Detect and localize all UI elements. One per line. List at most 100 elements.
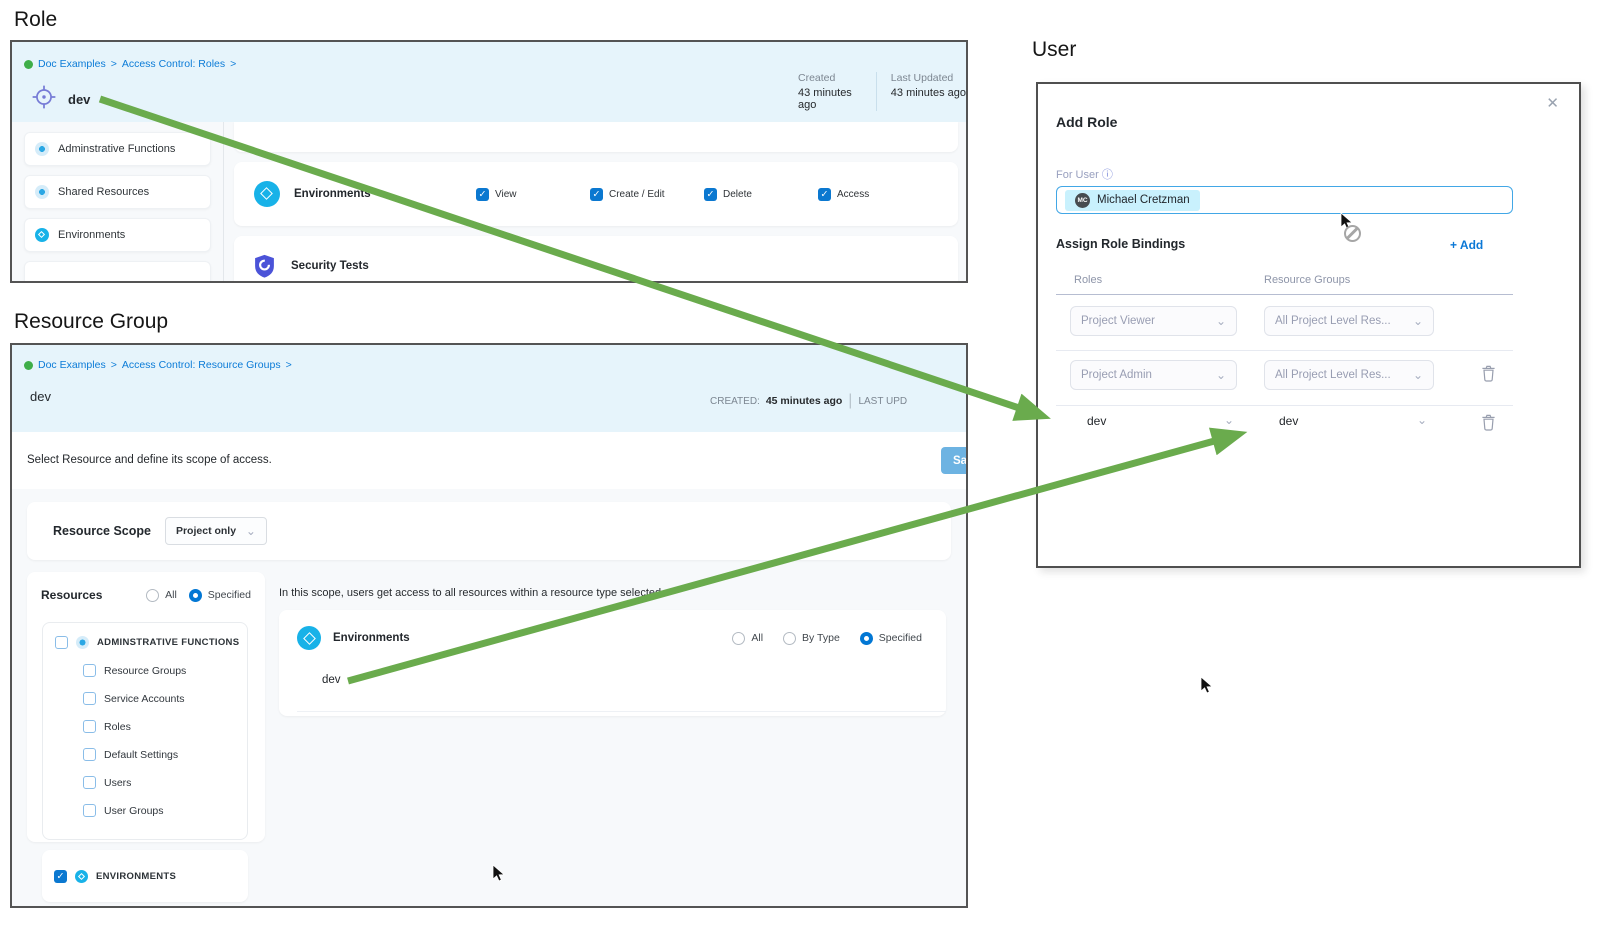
scope-radio-specified[interactable]: Specified [859,631,922,645]
checkbox-label: Access [837,188,870,200]
not-allowed-icon [1344,225,1361,242]
checkbox-label: Delete [723,188,752,200]
last-updated-value: 43 minutes ago [890,87,966,99]
sidebar-item-administrative-functions[interactable]: Adminstrative Functions [24,132,211,166]
checkbox-unchecked[interactable] [83,804,96,817]
environments-icon [297,626,321,650]
checkbox-label: Create / Edit [609,188,665,200]
scope-row-environments: Environments All By Type Specified dev [279,610,946,716]
trash-icon[interactable] [1481,365,1496,382]
resources-label: Resources [41,588,103,602]
role-select-row2[interactable]: Project Admin ⌄ [1070,360,1237,390]
specified-resource-item[interactable]: dev [322,674,341,686]
checkbox-unchecked[interactable] [83,776,96,789]
save-button[interactable]: Sav [941,447,966,474]
tree-item-default-settings[interactable]: Default Settings [83,748,247,761]
role-select-value: Project Admin [1081,369,1152,381]
role-panel: Doc Examples > Access Control: Roles > d… [10,40,968,283]
breadcrumb-link-doc-examples[interactable]: Doc Examples [38,58,106,70]
scope-radio-all[interactable]: All [732,631,763,645]
close-icon[interactable]: ✕ [1546,95,1559,112]
permission-row-security-tests: Security Tests [234,236,958,281]
breadcrumb-link-doc-examples[interactable]: Doc Examples [38,359,106,371]
resource-group-panel: Doc Examples > Access Control: Resource … [10,343,968,908]
chevron-down-icon[interactable]: ⌄ [1224,413,1235,427]
user-chip[interactable]: MC Michael Cretzman [1065,189,1200,211]
permission-delete: ✓ Delete [704,187,752,201]
checkbox-unchecked[interactable] [83,720,96,733]
checkbox-unchecked[interactable] [83,692,96,705]
checkbox-delete-checked[interactable]: ✓ [704,187,717,201]
resource-group-select-row2[interactable]: All Project Level Res... ⌄ [1264,360,1434,390]
last-updated-label: LAST UPD [858,395,908,407]
chevron-down-icon: ⌄ [1215,368,1226,382]
environments-icon [75,869,88,883]
created-value: 43 minutes ago [798,87,852,111]
scope-description: Select Resource and define its scope of … [27,454,272,466]
tree-item-roles[interactable]: Roles [83,720,247,733]
chevron-down-icon[interactable]: ⌄ [1417,413,1428,427]
role-select-row1[interactable]: Project Viewer ⌄ [1070,306,1237,336]
tree-item-users[interactable]: Users [83,776,247,789]
divider [297,711,946,712]
last-updated-label: Last Updated [890,72,954,84]
tree-item-user-groups[interactable]: User Groups [83,804,247,817]
for-user-label-text: For User [1056,169,1099,181]
resource-scope-card: Resource Scope Project only ⌄ [27,502,951,560]
sidebar-item-environments[interactable]: Environments [24,218,211,252]
resource-group-select-row1[interactable]: All Project Level Res... ⌄ [1264,306,1434,336]
project-icon [24,59,33,69]
column-header-roles: Roles [1074,274,1103,286]
info-icon[interactable]: ⓘ [1101,169,1113,181]
environments-icon [35,228,49,242]
breadcrumb-separator: > [230,58,237,70]
divider [1056,294,1513,295]
add-role-binding-button[interactable]: + Add [1450,238,1484,252]
role-target-icon [32,85,56,109]
checkbox-access-checked[interactable]: ✓ [818,187,831,201]
breadcrumb-link-resource-groups[interactable]: Access Control: Resource Groups [121,359,281,371]
resource-scope-dropdown[interactable]: Project only ⌄ [164,517,267,545]
resources-radio-specified[interactable]: Specified [188,588,251,602]
scope-row-label: Environments [333,632,410,644]
tree-item-resource-groups[interactable]: Resource Groups [83,664,247,677]
avatar: MC [1075,192,1090,208]
checkbox-create-edit-checked[interactable]: ✓ [590,187,603,201]
checkbox-unchecked[interactable] [55,636,68,649]
scope-radio-by-type[interactable]: By Type [783,631,840,645]
resource-scope-label: Resource Scope [53,524,151,538]
user-input[interactable]: MC Michael Cretzman [1056,186,1513,214]
radio-selected-icon[interactable] [859,631,873,645]
breadcrumb-separator: > [285,359,292,371]
tree-item-administrative-functions[interactable]: ADMINSTRATIVE FUNCTIONS [55,636,247,649]
radio-unselected-icon[interactable] [146,588,160,602]
breadcrumb-link-roles[interactable]: Access Control: Roles [121,58,226,70]
role-select-row3[interactable]: dev [1087,414,1107,428]
tree-item-environments[interactable]: ✓ ENVIRONMENTS [42,850,248,902]
tree-item-service-accounts[interactable]: Service Accounts [83,692,247,705]
radio-label: Specified [207,589,251,601]
resource-group-select-row3[interactable]: dev [1279,414,1299,428]
checkbox-view-checked[interactable]: ✓ [476,187,489,201]
tree-item-label: Service Accounts [104,692,185,705]
checkbox-checked[interactable]: ✓ [54,869,67,883]
resource-group-header: Doc Examples > Access Control: Resource … [12,345,966,432]
resources-radio-all[interactable]: All [146,588,177,602]
trash-icon[interactable] [1481,414,1496,431]
divider [1056,405,1513,406]
role-resources-sidebar: Adminstrative Functions Shared Resources… [12,122,224,281]
breadcrumb-separator: > [110,58,117,70]
divider [1056,350,1513,351]
radio-unselected-icon[interactable] [732,631,746,645]
sidebar-item-partial[interactable] [24,261,211,281]
radio-unselected-icon[interactable] [783,631,797,645]
checkbox-unchecked[interactable] [83,664,96,677]
shared-resources-icon [35,185,49,199]
breadcrumb: Doc Examples > Access Control: Roles > [24,58,236,70]
tree-item-label: Default Settings [104,748,179,761]
checkbox-unchecked[interactable] [83,748,96,761]
resource-group-select-value: All Project Level Res... [1275,315,1391,327]
radio-label: All [165,589,177,601]
radio-selected-icon[interactable] [188,588,202,602]
sidebar-item-shared-resources[interactable]: Shared Resources [24,175,211,209]
